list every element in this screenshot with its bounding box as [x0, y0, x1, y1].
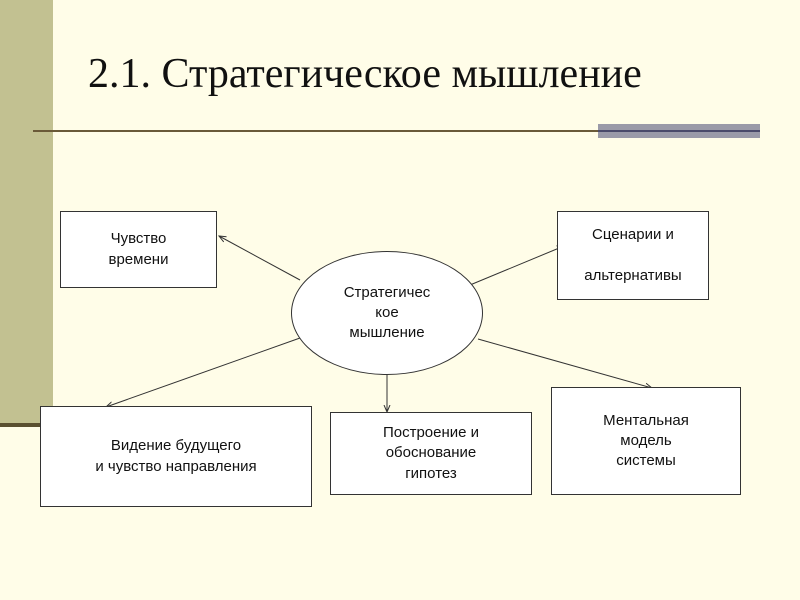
- arrow-to-mental-model: [477, 338, 652, 388]
- node-hypotheses-label: Построение и обоснование гипотез: [382, 424, 480, 482]
- node-vision-label: Видение будущего и чувство направления: [95, 437, 257, 475]
- arrow-to-scenarios: [469, 246, 564, 286]
- node-scenarios-label: Сценарии и альтернативы: [584, 226, 682, 284]
- slide-title: 2.1. Стратегическое мышление: [88, 51, 642, 97]
- arrow-to-vision: [106, 337, 301, 407]
- arrow-to-time: [219, 236, 301, 281]
- node-time-label: Чувство времени: [108, 230, 169, 268]
- center-node-label: Стратегичес кое мышление: [343, 283, 431, 342]
- node-mental-model-label: Ментальная модель системы: [603, 411, 689, 470]
- title-accent-line: [598, 130, 760, 132]
- node-scenarios: Сценарии и альтернативы: [557, 211, 709, 300]
- title-underline: [33, 130, 760, 132]
- node-time: Чувство времени: [60, 211, 217, 288]
- decorative-sidebar: [0, 0, 53, 425]
- node-mental-model: Ментальная модель системы: [551, 387, 741, 495]
- decorative-sidebar-line: [0, 423, 53, 427]
- center-node: Стратегичес кое мышление: [291, 251, 483, 375]
- node-hypotheses: Построение и обоснование гипотез: [330, 412, 532, 495]
- node-vision: Видение будущего и чувство направления: [40, 406, 312, 507]
